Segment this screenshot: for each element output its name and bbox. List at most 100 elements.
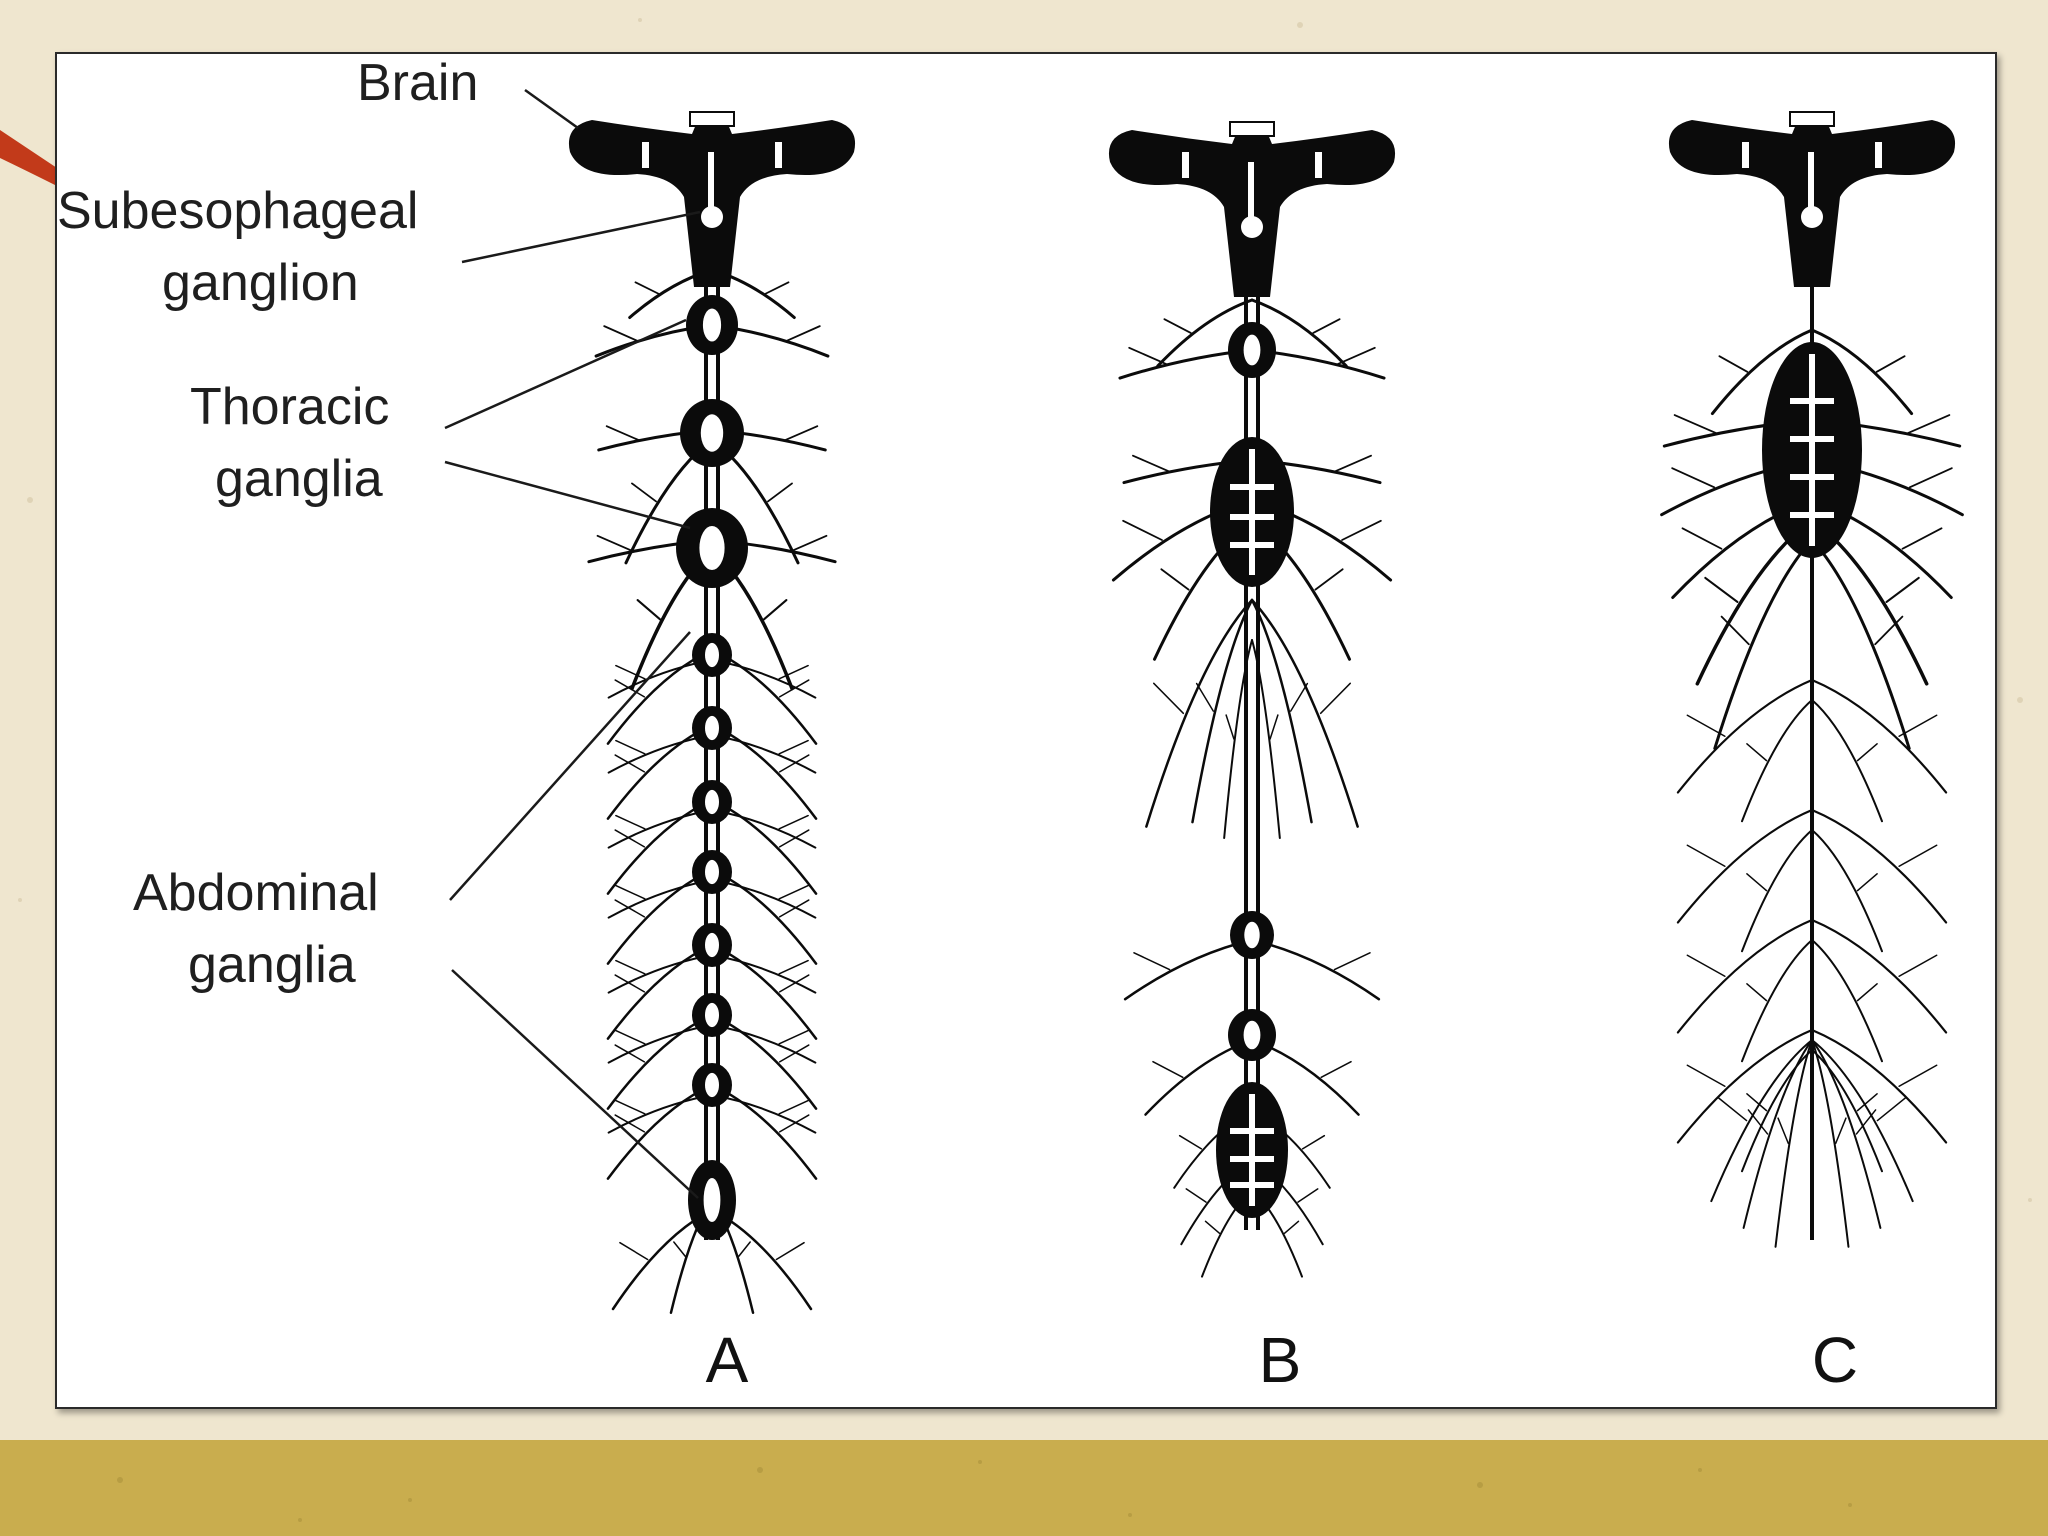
nerve-c-metathorax-twig-right bbox=[1903, 528, 1942, 548]
nerve-b-posterior-1-left bbox=[1125, 940, 1252, 999]
nerve-b-abdominal-long-2-twig-left bbox=[1154, 683, 1184, 713]
brain-top-notch-c bbox=[1790, 112, 1834, 126]
label-abdominal-line2: ganglia bbox=[188, 936, 356, 994]
nerve-a-abdominal-short-5-left bbox=[609, 955, 712, 993]
nerve-c-abdominal-inner-2-twig-left bbox=[1747, 874, 1767, 891]
nerve-a-abdominal-short-3-twig-right bbox=[779, 816, 808, 829]
nerve-c-leg-twig-left bbox=[1705, 578, 1737, 602]
nerve-c-leg-twig-right bbox=[1887, 578, 1919, 602]
label-abdominal-line1: Abdominal bbox=[133, 864, 379, 922]
nerve-b-abdominal-long-3-twig-left bbox=[1226, 715, 1234, 739]
brain-top-notch-b bbox=[1230, 122, 1274, 136]
ganglion-b-thoracic-1-core bbox=[1244, 335, 1261, 366]
label-pointer-lines bbox=[445, 90, 700, 1198]
nerve-c-abdominal-2-right bbox=[1812, 810, 1946, 922]
nerve-a-mesothorax-leg-twig-left bbox=[632, 483, 656, 501]
ganglia bbox=[676, 295, 1862, 1240]
ganglion-a-thoracic-1-core bbox=[703, 309, 721, 342]
nerve-b-prothorax-upper-twig-right bbox=[1313, 319, 1339, 333]
label-thoracic-line2: ganglia bbox=[215, 450, 383, 508]
nerve-c-upper-twig-right bbox=[1877, 356, 1905, 372]
ganglion-a-abdominal-3-core bbox=[705, 790, 719, 814]
nerve-c-upper-twig-left bbox=[1719, 356, 1747, 372]
nerve-a-mesothorax-twig-right bbox=[786, 426, 818, 440]
nerve-c-abdominal-inner-1-left bbox=[1742, 700, 1812, 821]
nerve-c-abdominal-inner-1-twig-right bbox=[1858, 744, 1878, 761]
ganglion-a-abdominal-6-core bbox=[705, 1003, 719, 1027]
nerve-a-metathorax-twig-left bbox=[598, 536, 632, 551]
nerve-c-abdominal-4-twig-left bbox=[1687, 1065, 1725, 1086]
brain-midline-c bbox=[1808, 152, 1814, 212]
nerve-c-abdominal-1-right bbox=[1812, 680, 1946, 792]
ganglion-c-thoracic-fused-bar-0 bbox=[1790, 398, 1834, 404]
pointer-thoracic-1 bbox=[445, 320, 686, 428]
nerve-a-abdominal-short-7-left bbox=[609, 1095, 712, 1133]
nerve-b-metathorax-twig-left bbox=[1123, 521, 1162, 540]
nerve-c-terminal-2-twig-left bbox=[1778, 1118, 1788, 1143]
nerve-c-mid-twig-right bbox=[1910, 468, 1952, 487]
nerve-c-abdominal-3-right bbox=[1812, 920, 1946, 1032]
nerve-c-mid-twig-left bbox=[1672, 468, 1714, 487]
nerve-b-leg-twig-right bbox=[1315, 569, 1342, 589]
ganglion-b-abdominal-fused-midline bbox=[1249, 1094, 1255, 1206]
nerve-c-abdominal-2-left bbox=[1678, 810, 1812, 922]
nerve-a-metathorax-leg-twig-left bbox=[638, 600, 660, 619]
nerve-b-posterior-4-twig-right bbox=[1298, 1189, 1318, 1202]
nerve-c-abdominal-1-left bbox=[1678, 680, 1812, 792]
nerve-c-abdominal-inner-3-twig-right bbox=[1858, 984, 1878, 1001]
ganglion-b-abdominal-fused-bar-2 bbox=[1230, 1182, 1274, 1188]
nerve-a-mesothorax-twig-left bbox=[607, 426, 639, 440]
pointer-brain bbox=[525, 90, 578, 128]
nerve-a-mesothorax-leg-twig-right bbox=[768, 483, 792, 501]
brain-c bbox=[1669, 112, 1955, 287]
nerve-b-posterior-3-twig-right bbox=[1303, 1136, 1325, 1149]
nerve-c-abdominal-3-twig-right bbox=[1899, 955, 1937, 976]
nerve-a-metathorax-twig-right bbox=[792, 536, 826, 551]
nerve-a-prothorax-twig-right bbox=[787, 326, 819, 340]
nerve-a-terminal-twig-left bbox=[674, 1242, 685, 1256]
ganglion-a-abdominal-5-core bbox=[705, 933, 719, 957]
brain-midline-a bbox=[708, 152, 714, 212]
nerve-c-abdominal-inner-2-left bbox=[1742, 830, 1812, 951]
nerve-b-posterior-5-twig-right bbox=[1285, 1221, 1299, 1233]
subesophageal-mark-a bbox=[701, 206, 723, 228]
nerve-b-posterior-1-twig-right bbox=[1334, 953, 1370, 970]
nerve-c-terminal-3-twig-left bbox=[1718, 1098, 1746, 1121]
brain-top-notch-a bbox=[690, 112, 734, 126]
nerve-a-abdominal-short-6-twig-right bbox=[779, 1031, 808, 1044]
nerve-a-abdominal-short-7-twig-left bbox=[616, 1101, 645, 1114]
label-thoracic-line1: Thoracic bbox=[190, 378, 389, 436]
nerve-c-mesothorax-twig-right bbox=[1908, 415, 1949, 433]
pointer-abdominal-2 bbox=[452, 970, 698, 1198]
ganglion-b-abdominal-1-core bbox=[1244, 922, 1259, 948]
nerve-b-posterior-1-twig-left bbox=[1134, 953, 1170, 970]
nerve-b-posterior-5-twig-left bbox=[1206, 1221, 1220, 1233]
nerve-b-abdominal-long-1-right bbox=[1252, 600, 1312, 822]
ganglion-b-abdominal-fused-bar-1 bbox=[1230, 1156, 1274, 1162]
brain-lobe-mark-left-b bbox=[1182, 152, 1189, 178]
ganglion-a-abdominal-7-core bbox=[705, 1073, 719, 1097]
nerve-a-prothorax-upper-twig-right bbox=[765, 282, 788, 293]
ganglion-b-thoracic-fused-bar-1 bbox=[1230, 514, 1274, 520]
nerve-b-prothorax-twig-right bbox=[1338, 348, 1375, 364]
nerve-c-abdominal-inner-2-twig-right bbox=[1858, 874, 1878, 891]
nerve-c-abdominal-3-twig-left bbox=[1687, 955, 1725, 976]
nerve-c-abdominal-4-twig-right bbox=[1899, 1065, 1937, 1086]
brain-midline-b bbox=[1248, 162, 1254, 222]
nerve-a-abdominal-short-5-right bbox=[712, 955, 815, 993]
nerve-c-abdominal-inner-3-right bbox=[1812, 940, 1882, 1061]
ganglion-a-abdominal-2-core bbox=[705, 716, 719, 740]
brain-lobe-mark-right-a bbox=[775, 142, 782, 168]
nerve-a-abdominal-short-7-right bbox=[712, 1095, 815, 1133]
subesophageal-mark-c bbox=[1801, 206, 1823, 228]
brains bbox=[569, 112, 1955, 297]
ganglion-a-thoracic-3-core bbox=[699, 526, 724, 570]
nerve-a-terminal-twig-right bbox=[739, 1242, 750, 1256]
nerve-b-mesothorax-twig-left bbox=[1133, 456, 1169, 472]
panel-label-b: B bbox=[1259, 1324, 1302, 1396]
ganglion-c-thoracic-fused-bar-3 bbox=[1790, 512, 1834, 518]
nerve-a-abdominal-short-4-twig-right bbox=[779, 886, 808, 899]
pointer-thoracic-2 bbox=[445, 462, 690, 528]
ganglion-c-thoracic-fused-bar-1 bbox=[1790, 436, 1834, 442]
label-subesophageal-line1: Subesophageal bbox=[57, 182, 418, 240]
